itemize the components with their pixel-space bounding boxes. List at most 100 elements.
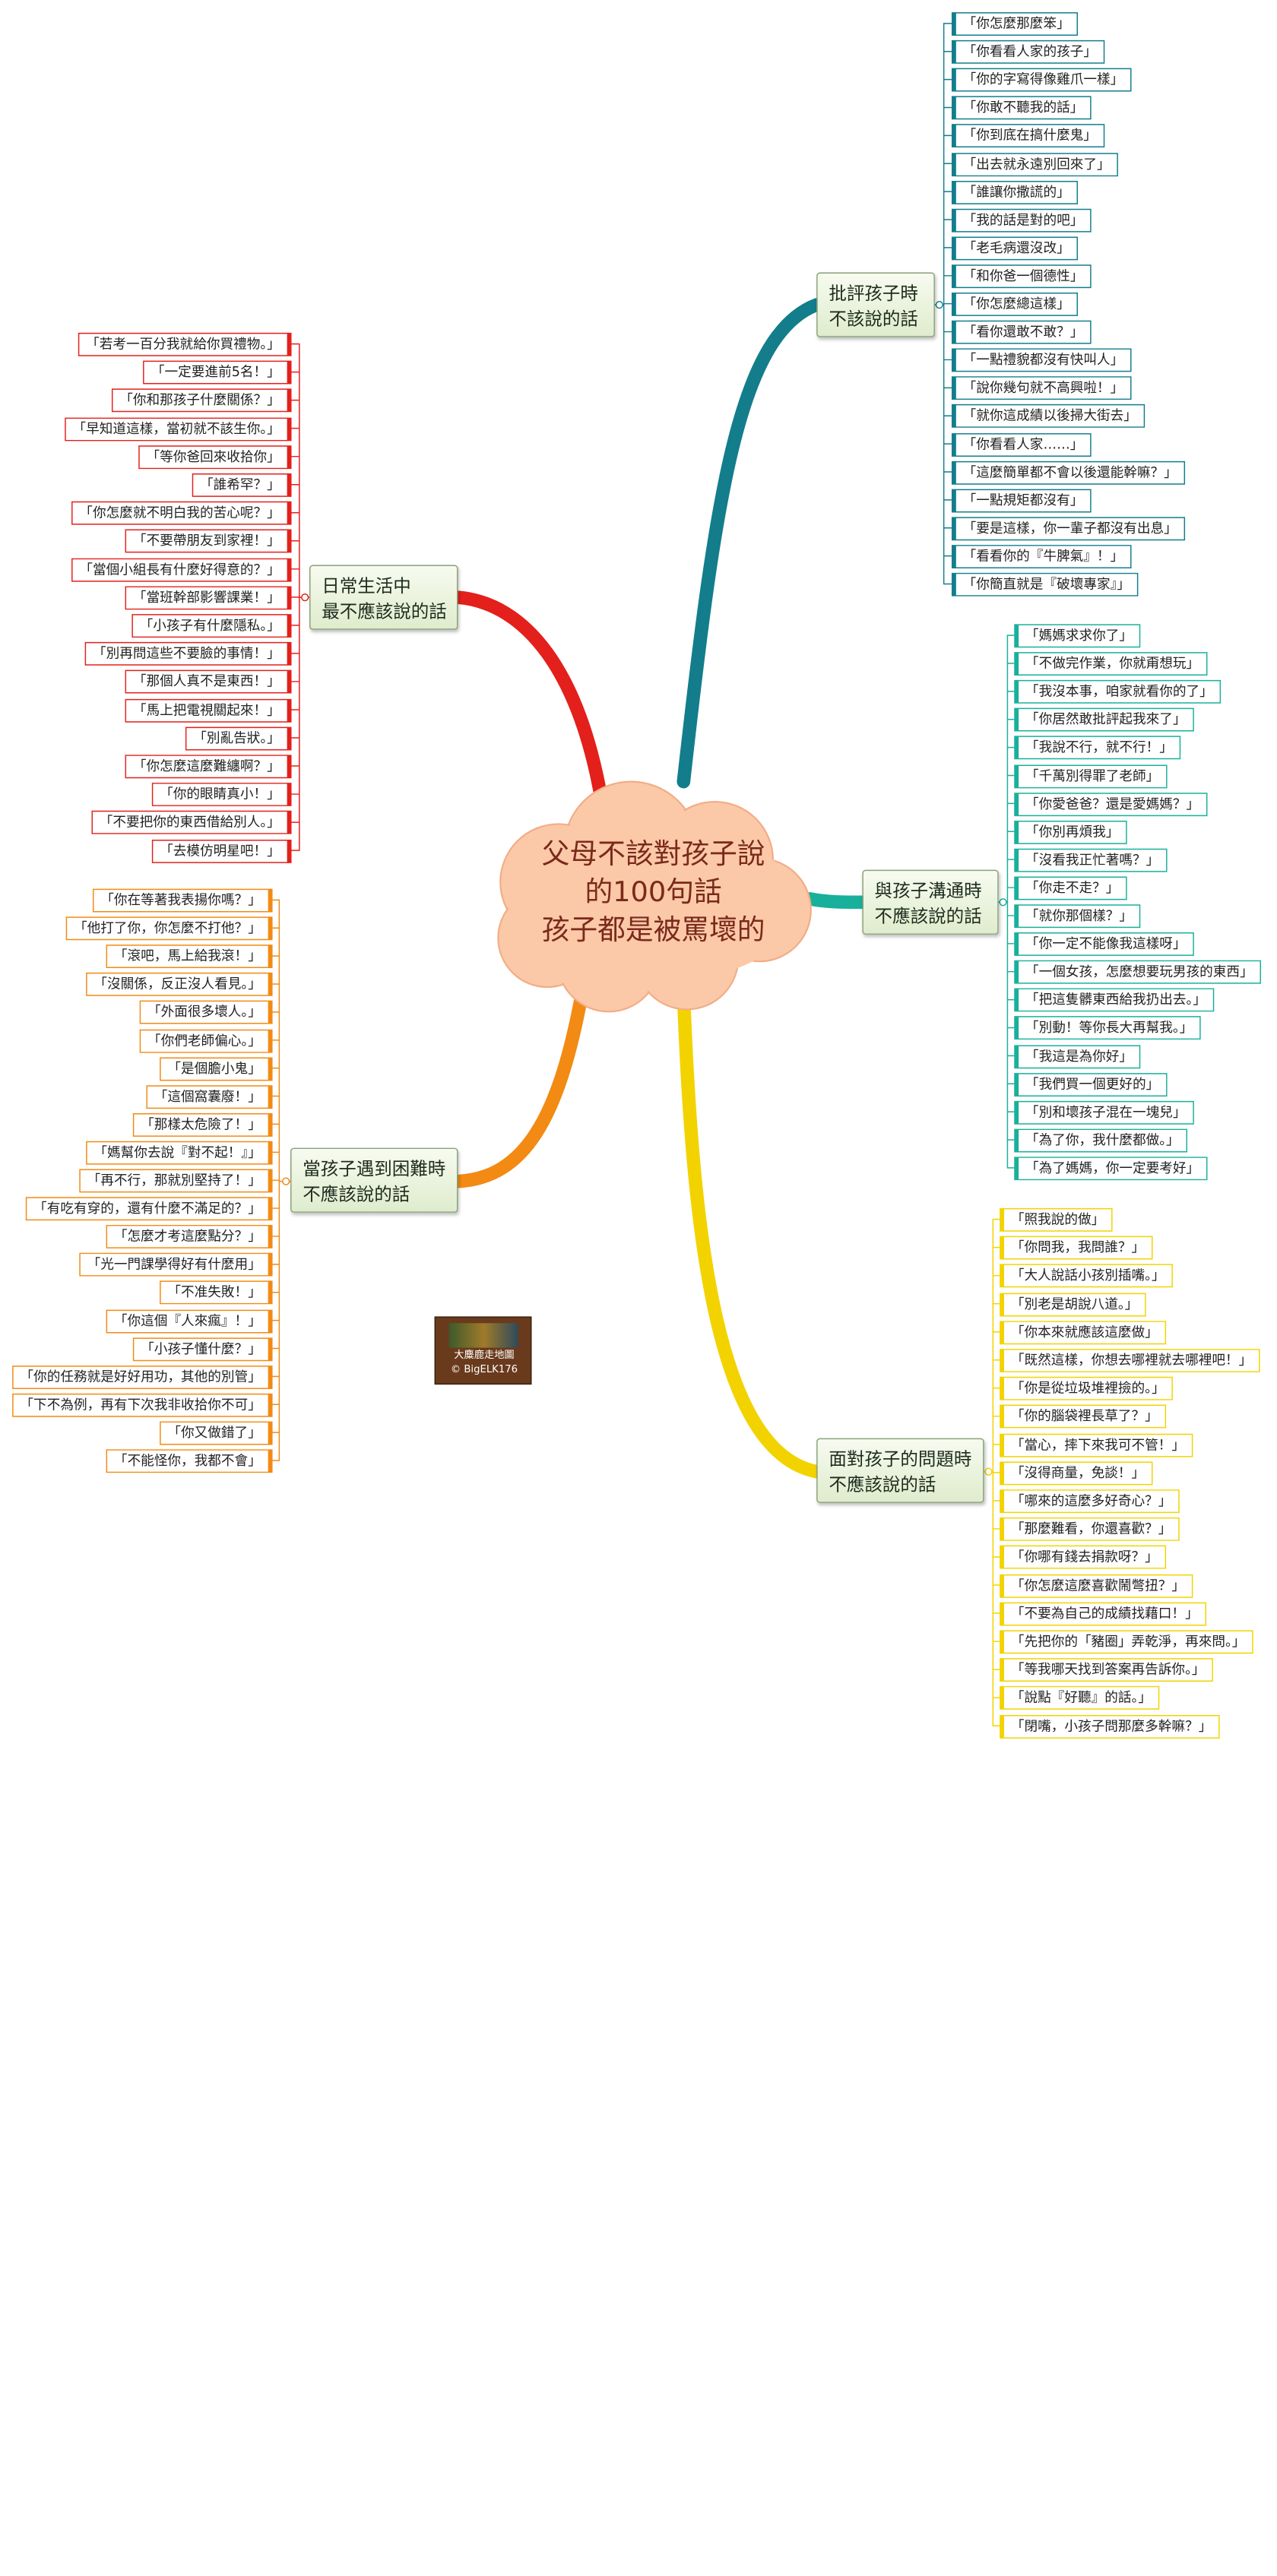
leaf-communicate-10[interactable]: 「你走不走？」 xyxy=(1014,876,1127,900)
leaf-difficulty-18[interactable]: 「你的任務就是好好用功，其他的別管」 xyxy=(12,1365,273,1389)
leaf-daily-17[interactable]: 「你的眼睛真小！」 xyxy=(151,783,292,807)
leaf-criticize-3[interactable]: 「你的字寫得像雞爪一樣」 xyxy=(951,68,1132,92)
leaf-daily-14[interactable]: 「馬上把電視關起來！」 xyxy=(125,698,292,723)
leaf-problems-9[interactable]: 「當心，摔下來我可不管！」 xyxy=(1000,1433,1193,1457)
leaf-difficulty-7[interactable]: 「是個膽小鬼」 xyxy=(160,1056,273,1081)
leaf-criticize-7[interactable]: 「誰讓你撒謊的」 xyxy=(951,180,1079,204)
leaf-criticize-13[interactable]: 「一點禮貌都沒有快叫人」 xyxy=(951,348,1132,372)
leaf-problems-5[interactable]: 「你本來就應該這麼做」 xyxy=(1000,1321,1167,1344)
leaf-difficulty-3[interactable]: 「滾吧，馬上給我滾！」 xyxy=(106,945,273,969)
leaf-daily-5[interactable]: 「等你爸回來收拾你」 xyxy=(138,445,292,469)
leaf-communicate-11[interactable]: 「就你那個樣？」 xyxy=(1014,904,1141,929)
leaf-communicate-18[interactable]: 「別和壞孩子混在一塊兒」 xyxy=(1014,1100,1194,1125)
leaf-problems-15[interactable]: 「不要為自己的成績找藉口！」 xyxy=(1000,1602,1207,1626)
leaf-problems-10[interactable]: 「沒得商量，免談！」 xyxy=(1000,1461,1153,1486)
branch-difficulty[interactable]: 當孩子遇到困難時 不應該說的話 xyxy=(290,1147,458,1213)
leaf-criticize-12[interactable]: 「看你還敢不敢？」 xyxy=(951,320,1092,344)
leaf-communicate-12[interactable]: 「你一定不能像我這樣呀」 xyxy=(1014,932,1194,956)
leaf-communicate-7[interactable]: 「你愛爸爸？還是愛媽媽？」 xyxy=(1014,792,1208,816)
leaf-difficulty-8[interactable]: 「這個窩囊廢！」 xyxy=(146,1084,273,1109)
leaf-difficulty-13[interactable]: 「怎麼才考這麼點分？」 xyxy=(106,1225,273,1249)
leaf-daily-19[interactable]: 「去模仿明星吧！」 xyxy=(151,839,292,863)
leaf-problems-19[interactable]: 「閉嘴，小孩子問那麼多幹嘛？」 xyxy=(1000,1714,1220,1739)
leaf-daily-13[interactable]: 「那個人真不是東西！」 xyxy=(125,670,292,695)
leaf-daily-6[interactable]: 「誰希罕？」 xyxy=(192,473,292,497)
leaf-difficulty-15[interactable]: 「不准失敗！」 xyxy=(160,1281,273,1305)
leaf-problems-7[interactable]: 「你是從垃圾堆裡撿的。」 xyxy=(1000,1377,1173,1400)
leaf-difficulty-1[interactable]: 「你在等著我表揚你嗎？」 xyxy=(92,888,273,913)
branch-daily[interactable]: 日常生活中 最不應該說的話 xyxy=(309,565,458,630)
leaf-problems-3[interactable]: 「大人說話小孩別插嘴。」 xyxy=(1000,1264,1173,1288)
leaf-difficulty-12[interactable]: 「有吃有穿的，還有什麼不滿足的？」 xyxy=(25,1197,273,1221)
leaf-problems-4[interactable]: 「別老是胡說八道。」 xyxy=(1000,1292,1146,1316)
leaf-daily-15[interactable]: 「別亂告狀。」 xyxy=(185,726,292,751)
leaf-problems-12[interactable]: 「那麼難看，你還喜歡？」 xyxy=(1000,1517,1180,1542)
leaf-communicate-2[interactable]: 「不做完作業，你就甭想玩」 xyxy=(1014,652,1208,676)
leaf-difficulty-16[interactable]: 「你這個『人來瘋』！」 xyxy=(106,1309,273,1333)
leaf-daily-8[interactable]: 「不要帶朋友到家裡！」 xyxy=(125,530,292,553)
leaf-communicate-8[interactable]: 「你別再煩我」 xyxy=(1014,820,1127,844)
leaf-daily-11[interactable]: 「小孩子有什麼隱私。」 xyxy=(132,614,292,638)
leaf-criticize-1[interactable]: 「你怎麼那麼笨」 xyxy=(951,12,1079,36)
leaf-criticize-4[interactable]: 「你敢不聽我的話」 xyxy=(951,96,1092,120)
leaf-daily-18[interactable]: 「不要把你的東西借給別人。」 xyxy=(91,811,292,835)
leaf-criticize-21[interactable]: 「你簡直就是『破壞專家』」 xyxy=(951,572,1139,597)
leaf-problems-17[interactable]: 「等我哪天找到答案再告訴你。」 xyxy=(1000,1658,1213,1682)
leaf-problems-8[interactable]: 「你的腦袋裡長草了？」 xyxy=(1000,1405,1167,1429)
leaf-difficulty-4[interactable]: 「沒關係，反正沒人看見。」 xyxy=(86,973,273,997)
leaf-communicate-4[interactable]: 「你居然敢批評起我來了」 xyxy=(1014,708,1194,732)
leaf-problems-14[interactable]: 「你怎麼這麼喜歡鬧彆扭？」 xyxy=(1000,1574,1193,1598)
leaf-criticize-20[interactable]: 「看看你的『牛脾氣』！」 xyxy=(951,544,1132,568)
leaf-problems-6[interactable]: 「既然這樣，你想去哪裡就去哪裡吧！」 xyxy=(1000,1349,1260,1372)
leaf-communicate-5[interactable]: 「我說不行，就不行！」 xyxy=(1014,736,1181,760)
bracket-knob-daily[interactable] xyxy=(301,593,309,602)
leaf-problems-11[interactable]: 「哪來的這麼多好奇心？」 xyxy=(1000,1489,1180,1514)
leaf-daily-2[interactable]: 「一定要進前5名！」 xyxy=(143,360,292,385)
leaf-daily-16[interactable]: 「你怎麼這麼難纏啊？」 xyxy=(125,755,292,779)
leaf-criticize-17[interactable]: 「這麼簡單都不會以後還能幹嘛？」 xyxy=(951,460,1186,485)
leaf-communicate-6[interactable]: 「千萬別得罪了老師」 xyxy=(1014,764,1168,788)
leaf-problems-13[interactable]: 「你哪有錢去捐款呀？」 xyxy=(1000,1546,1167,1570)
leaf-problems-1[interactable]: 「照我說的做」 xyxy=(1000,1207,1113,1232)
leaf-criticize-6[interactable]: 「出去就永遠別回來了」 xyxy=(951,152,1118,176)
leaf-criticize-9[interactable]: 「老毛病還沒改」 xyxy=(951,236,1079,261)
leaf-daily-3[interactable]: 「你和那孩子什麼關係？」 xyxy=(111,388,292,413)
leaf-communicate-9[interactable]: 「沒看我正忙著嗎？」 xyxy=(1014,848,1168,872)
leaf-criticize-10[interactable]: 「和你爸一個德性」 xyxy=(951,264,1092,288)
leaf-difficulty-19[interactable]: 「下不為例，再有下次我非收拾你不可」 xyxy=(12,1393,273,1417)
leaf-communicate-13[interactable]: 「一個女孩，怎麼想要玩男孩的東西」 xyxy=(1014,960,1262,984)
leaf-difficulty-2[interactable]: 「他打了你，你怎麼不打他？」 xyxy=(65,916,273,941)
leaf-criticize-16[interactable]: 「你看看人家……」 xyxy=(951,432,1092,457)
leaf-daily-10[interactable]: 「當班幹部影響課業！」 xyxy=(125,586,292,610)
leaf-criticize-5[interactable]: 「你到底在搞什麼鬼」 xyxy=(951,124,1105,148)
leaf-daily-7[interactable]: 「你怎麼就不明白我的苦心呢？」 xyxy=(71,502,292,525)
leaf-daily-9[interactable]: 「當個小組長有什麼好得意的？」 xyxy=(71,558,292,581)
bracket-knob-difficulty[interactable] xyxy=(282,1177,290,1185)
leaf-difficulty-5[interactable]: 「外面很多壞人。」 xyxy=(139,1001,273,1025)
leaf-daily-4[interactable]: 「早知道這樣，當初就不該生你。」 xyxy=(65,416,292,441)
leaf-communicate-1[interactable]: 「媽媽求求你了」 xyxy=(1014,624,1141,648)
leaf-communicate-19[interactable]: 「為了你，我什麼都做。」 xyxy=(1014,1128,1188,1153)
leaf-difficulty-9[interactable]: 「那樣太危險了！」 xyxy=(132,1112,273,1137)
leaf-difficulty-11[interactable]: 「再不行，那就別堅持了！」 xyxy=(79,1169,273,1193)
leaf-problems-18[interactable]: 「說點『好聽』的話。」 xyxy=(1000,1686,1160,1710)
branch-problems[interactable]: 面對孩子的問題時 不應該說的話 xyxy=(816,1438,984,1503)
leaf-criticize-19[interactable]: 「要是這樣，你一輩子都沒有出息」 xyxy=(951,517,1186,540)
leaf-communicate-20[interactable]: 「為了媽媽，你一定要考好」 xyxy=(1014,1157,1208,1181)
leaf-difficulty-20[interactable]: 「你又做錯了」 xyxy=(160,1421,273,1445)
leaf-criticize-15[interactable]: 「就你這成績以後掃大街去」 xyxy=(951,404,1145,429)
leaf-difficulty-14[interactable]: 「光一門課學得好有什麼用」 xyxy=(79,1253,273,1277)
leaf-communicate-3[interactable]: 「我沒本事，咱家就看你的了」 xyxy=(1014,680,1222,704)
bracket-knob-communicate[interactable] xyxy=(999,898,1007,907)
branch-criticize[interactable]: 批評孩子時 不該說的話 xyxy=(816,272,935,337)
leaf-criticize-11[interactable]: 「你怎麼總這樣」 xyxy=(951,292,1079,316)
leaf-difficulty-10[interactable]: 「媽幫你去說『對不起！』」 xyxy=(86,1141,273,1165)
branch-communicate[interactable]: 與孩子溝通時 不應該說的話 xyxy=(862,869,999,935)
leaf-communicate-16[interactable]: 「我這是為你好」 xyxy=(1014,1044,1141,1068)
leaf-criticize-8[interactable]: 「我的話是對的吧」 xyxy=(951,208,1092,233)
leaf-criticize-2[interactable]: 「你看看人家的孩子」 xyxy=(951,40,1105,64)
leaf-daily-1[interactable]: 「若考一百分我就給你買禮物。」 xyxy=(78,332,292,356)
bracket-knob-problems[interactable] xyxy=(984,1467,993,1476)
leaf-difficulty-17[interactable]: 「小孩子懂什麼？」 xyxy=(132,1337,273,1361)
leaf-criticize-14[interactable]: 「說你幾句就不高興啦！」 xyxy=(951,376,1132,400)
